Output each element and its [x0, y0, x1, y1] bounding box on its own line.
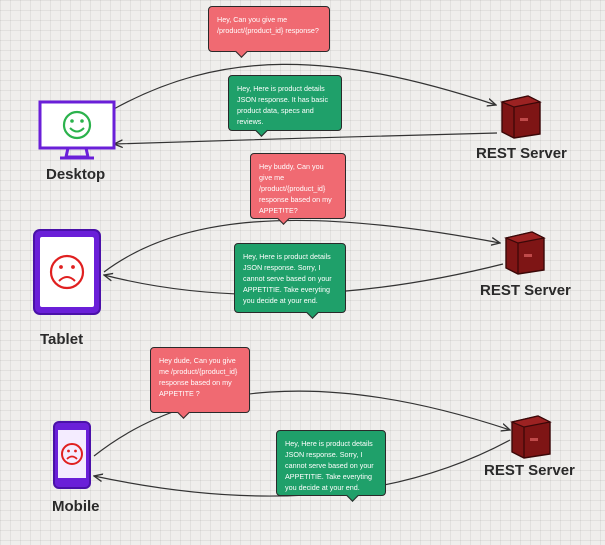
mobile-label: Mobile: [52, 498, 100, 515]
sad-face-icon: [49, 254, 85, 290]
mobile-phone-icon: [53, 421, 91, 489]
tablet-label: Tablet: [40, 331, 84, 348]
tablet-request-arrow: [103, 219, 500, 273]
server-box-icon: [510, 415, 552, 459]
smile-face-icon: [62, 110, 92, 140]
desktop-monitor-icon: [38, 100, 116, 160]
tablet-device-icon: [33, 229, 101, 315]
tablet-request-bubble: Hey buddy, Can you give me /product/{pro…: [250, 153, 346, 219]
mobile-request-bubble: Hey dude, Can you give me /product/{prod…: [150, 347, 250, 413]
mobile-request-arrow: [93, 390, 510, 457]
desktop-request-bubble: Hey, Can you give me /product/{product_i…: [208, 6, 330, 52]
mobile-response-bubble: Hey, Here is product details JSON respon…: [276, 430, 386, 496]
rest-server-label-2: REST Server: [480, 282, 571, 299]
desktop-response-arrow: [114, 132, 498, 144]
sad-face-icon: [61, 443, 83, 465]
rest-server-label-3: REST Server: [484, 462, 575, 479]
rest-server-label-1: REST Server: [476, 145, 567, 162]
desktop-label: Desktop: [46, 166, 106, 183]
tablet-response-bubble: Hey, Here is product details JSON respon…: [234, 243, 346, 313]
desktop-request-arrow: [111, 63, 496, 111]
desktop-response-bubble: Hey, Here is product details JSON respon…: [228, 75, 342, 131]
server-box-icon: [500, 95, 542, 139]
server-box-icon: [504, 231, 546, 275]
